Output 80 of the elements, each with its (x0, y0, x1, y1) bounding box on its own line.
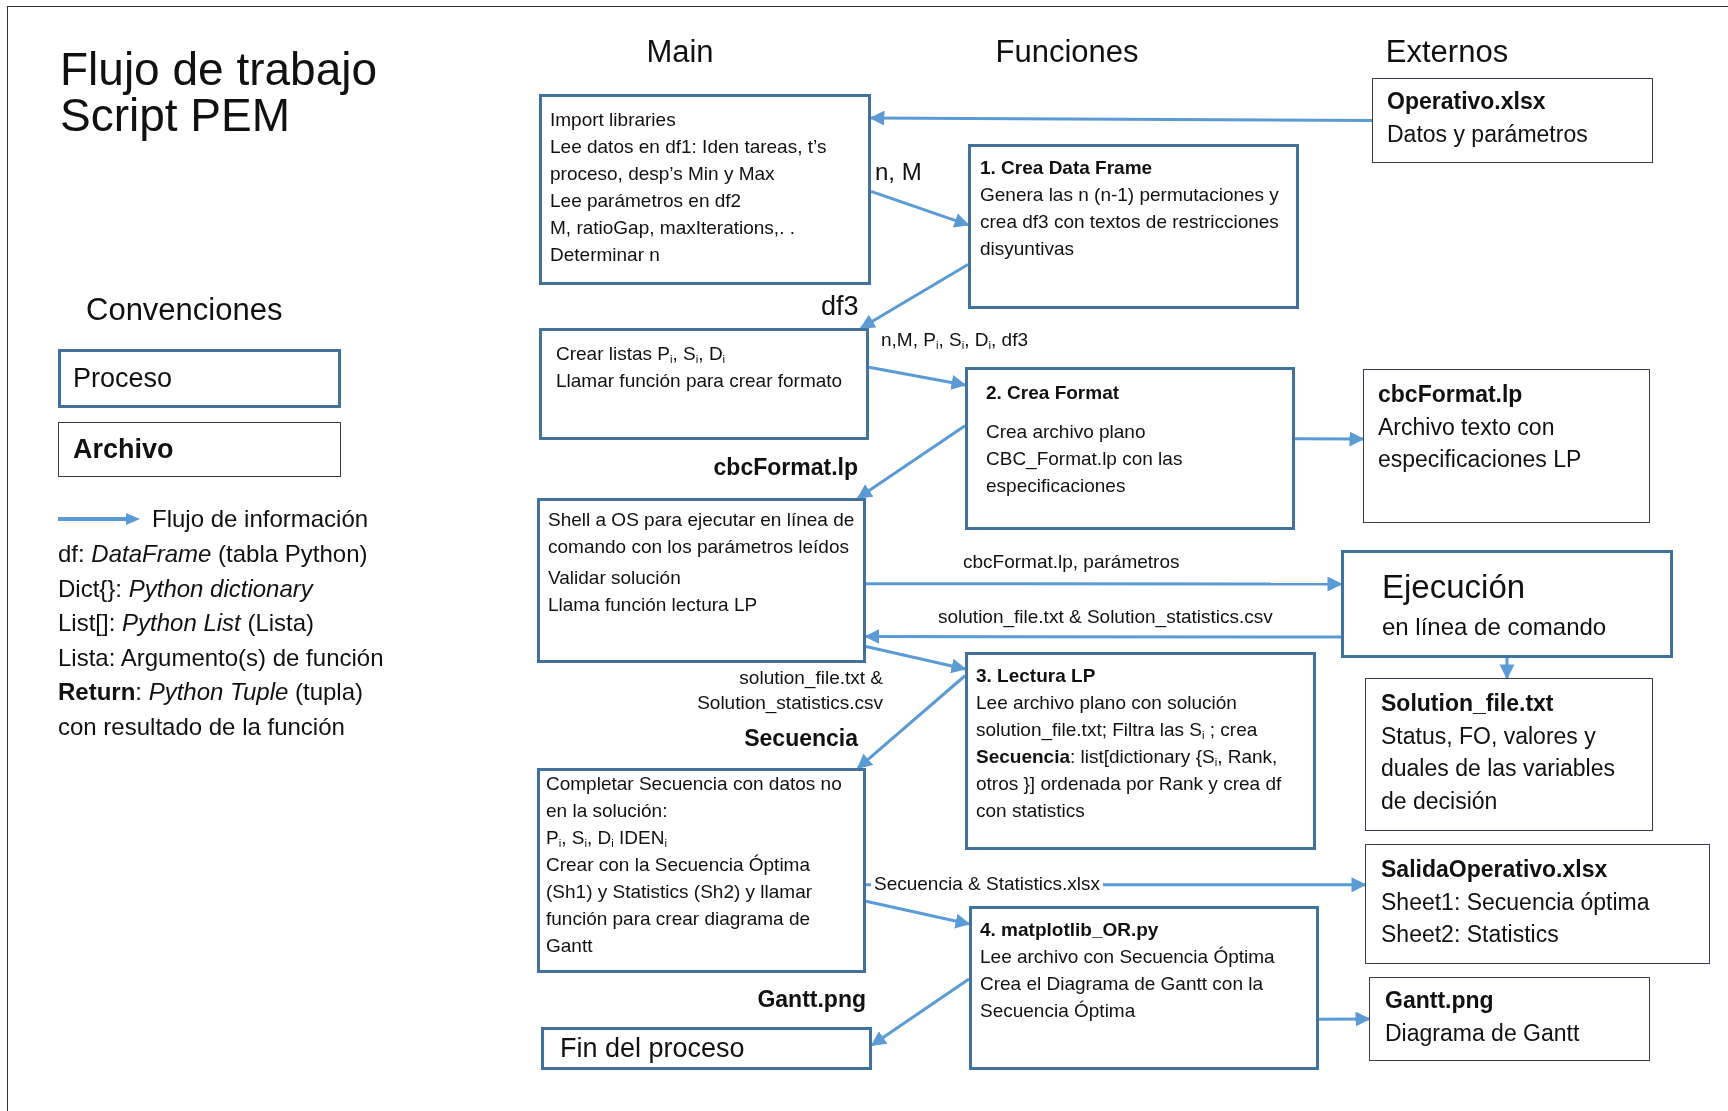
file-box (1369, 977, 1650, 1061)
file-box (1363, 369, 1650, 523)
legend-text: Flujo de información (152, 504, 369, 534)
box-heading: 4. matplotlib_OR.py (980, 918, 1160, 942)
process-box (539, 328, 869, 440)
box-text: Completar Secuencia con datos no en la solución: (546, 772, 843, 823)
box-text: Genera las n (n-1) permutaciones y crea df3 con textos de restricciones disyuntivas (980, 182, 1280, 261)
box-text: Archivo texto con especificaciones LP (1378, 412, 1583, 475)
arrow (864, 629, 1341, 645)
note-text: df: DataFrame (tabla Python) (58, 539, 368, 569)
box-text: Determinar n (550, 242, 661, 267)
arrow (865, 899, 971, 929)
column-heading: Externos (1384, 33, 1510, 71)
arrow (870, 190, 970, 228)
box-text: Ejecución (1382, 566, 1527, 607)
file-box (1372, 78, 1653, 163)
arrow (870, 977, 970, 1047)
process-box (965, 367, 1295, 530)
box-text: Lee archivo con Secuencia Óptima (980, 944, 1276, 969)
note-text: con resultado de la función (58, 712, 345, 742)
process-box (968, 144, 1299, 309)
arrow (856, 674, 966, 770)
box-text: P$_{i}$, S$_{i}$, D$_{i}$ IDEN$_{i}$ (546, 825, 668, 852)
arrow (868, 365, 967, 390)
box-text: en línea de comando (1382, 612, 1608, 643)
file-box (1365, 678, 1653, 831)
box-heading: Gantt.png (1385, 986, 1495, 1015)
box-text: Crea el Diagrama de Gantt con la Secuencia Óptima (980, 971, 1265, 1023)
box-heading: Archivo (73, 433, 175, 467)
process-box (537, 498, 866, 663)
box-text: Lee datos en df1: Iden tareas, t’s proceso, desp’s Min y Max (550, 134, 828, 186)
column-heading: Funciones (994, 33, 1140, 71)
arrow (859, 263, 969, 330)
file-box (1365, 844, 1710, 964)
note-text: Return: Python Tuple (tupla) (58, 677, 364, 707)
section-heading: Convenciones (86, 291, 283, 329)
box-text: Validar solución (548, 565, 682, 590)
box-heading: 2. Crea Format (986, 381, 1121, 405)
box-text: Datos y parámetros (1387, 119, 1589, 149)
box-heading: cbcFormat.lp (1378, 380, 1524, 409)
box-text: M, ratioGap, maxIterations,. . (550, 215, 796, 240)
arrow (869, 110, 1372, 126)
note-text: Dict{}: Python dictionary (58, 574, 313, 604)
box-text: Sheet1: Secuencia óptima (1381, 887, 1651, 917)
box-heading: Solution_file.txt (1381, 689, 1555, 718)
box-heading: SalidaOperativo.xlsx (1381, 855, 1609, 884)
process-box (965, 652, 1316, 850)
box-text: Lee parámetros en df2 (550, 188, 743, 213)
process-box (537, 768, 866, 973)
box-text: Fin del proceso (560, 1032, 746, 1066)
box-text: Shell a OS para ejecutar en línea de comando con los parámetros leídos (548, 508, 855, 559)
box-heading: Operativo.xlsx (1387, 87, 1547, 116)
box-text: Lee archivo plano con solución solution_file.txt; Filtra las S$_{i}$ ; crea Secuencia: list[dictionary {S$_{i}$, Rank, otros }] ordenada por Rank y crea df con statistics (976, 690, 1283, 823)
box-text: Proceso (73, 362, 174, 396)
box-text: Llamar función para crear formato (556, 368, 844, 393)
box-text: Llama función lectura LP (548, 592, 759, 617)
box-heading: 3. Lectura LP (976, 664, 1097, 688)
process-box (1341, 550, 1673, 658)
box-text: Diagrama de Gantt (1385, 1018, 1581, 1048)
box-text: Crea archivo plano CBC_Format.lp con las especificaciones (986, 419, 1184, 498)
note-text: Lista: Argumento(s) de función (58, 643, 384, 673)
process-box (58, 349, 341, 408)
box-text: Crear listas P$_{i}$, S$_{i}$, D$_{i}$ (556, 342, 727, 368)
box-text: Sheet2: Statistics (1381, 920, 1560, 950)
box-text: Status, FO, valores y duales de las variables de decisión (1381, 721, 1616, 816)
box-text: Import libraries (550, 108, 677, 132)
file-box (58, 422, 341, 477)
arrow (856, 424, 966, 500)
box-text: Crear con la Secuencia Óptima (Sh1) y Statistics (Sh2) y llamar función para crear diagrama de Gantt (546, 852, 814, 958)
arrow (865, 645, 967, 674)
arrow (1499, 658, 1515, 680)
process-box (541, 1027, 872, 1070)
column-heading: Main (645, 33, 715, 71)
box-heading: 1. Crea Data Frame (980, 156, 1154, 180)
arrow (1319, 1011, 1371, 1027)
process-box (539, 94, 871, 285)
process-box (969, 906, 1319, 1070)
note-text: List[]: Python List (Lista) (58, 608, 315, 638)
arrow (866, 576, 1343, 592)
arrow (1295, 431, 1365, 447)
